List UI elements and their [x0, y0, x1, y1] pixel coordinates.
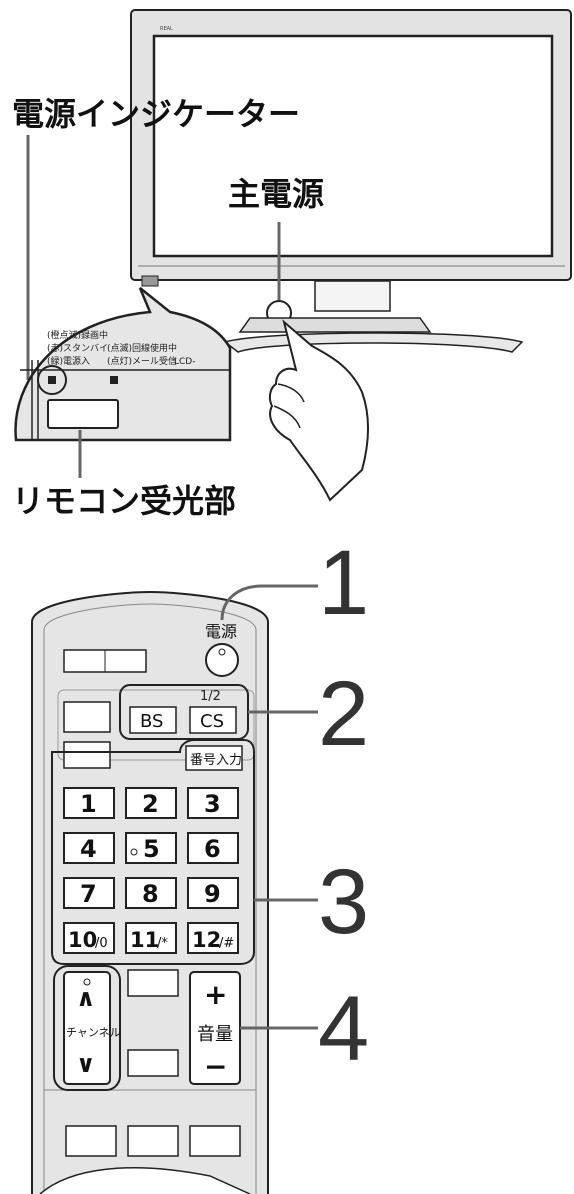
step-1-callout: [220, 584, 318, 621]
tv: REAL: [130, 9, 572, 353]
number-input-label: 番号入力: [190, 753, 242, 768]
bottom-button-1[interactable]: [65, 1125, 117, 1157]
number-label-3: 3: [204, 790, 221, 818]
channel-dot: [83, 978, 91, 986]
volume-up: +: [204, 978, 227, 1011]
hand-finger-line: [277, 383, 305, 403]
power-label: 電源: [205, 622, 237, 641]
number-button-2[interactable]: [125, 787, 177, 819]
number-label-2: 2: [142, 790, 159, 818]
number-button-1[interactable]: [63, 787, 115, 819]
number-pad-highlight: [51, 739, 255, 965]
legend-line2-left: (赤)スタンバイ: [47, 343, 108, 354]
step-3: 3: [318, 851, 369, 953]
number-button-9[interactable]: [187, 877, 239, 909]
middle-button-top[interactable]: [127, 969, 179, 997]
remote-sensor-window: [47, 399, 119, 429]
legend-line3-right: (点灯)メール受信: [107, 355, 177, 367]
tv-brand: REAL: [160, 26, 173, 32]
bottom-button-2[interactable]: [127, 1125, 179, 1157]
magnified-bubble: (橙点滅)録画中 (赤)スタンバイ (点滅)回線使用中 (緑)電源入 (点灯)メ…: [14, 287, 232, 442]
number-button-4[interactable]: [63, 832, 115, 864]
tv-indicator-panel: [141, 275, 159, 287]
number-5-dot: [130, 848, 138, 856]
power-indicator-label: 電源インジケーター: [12, 95, 300, 133]
tv-sensor-window: [314, 280, 391, 312]
number-button-12[interactable]: [187, 922, 239, 954]
remote-sensor-label: リモコン受光部: [12, 482, 236, 520]
volume-label: 音量: [197, 1024, 233, 1045]
number-sub-10: /0: [95, 936, 108, 951]
legend-line2-right: (点滅)回線使用中: [107, 342, 177, 354]
page-label: 1/2: [200, 689, 221, 704]
power-button-dot: [218, 648, 226, 656]
cs-label: CS: [200, 711, 224, 732]
number-input-button[interactable]: [185, 745, 243, 771]
number-label-10: 10: [68, 928, 97, 952]
number-button-6[interactable]: [187, 832, 239, 864]
remote-control: 電源 1/2 BS CS 番号入力 1 2 3 4 5: [31, 590, 269, 1194]
number-button-3[interactable]: [187, 787, 239, 819]
hand-finger-line-2: [273, 405, 301, 429]
main-power-label: 主電源: [228, 175, 324, 213]
channel-highlight: [53, 965, 121, 1091]
bs-button[interactable]: [129, 706, 177, 734]
indicator-highlight: [37, 365, 67, 395]
number-label-8: 8: [142, 880, 159, 908]
second-led: [110, 376, 118, 384]
channel-rocker[interactable]: [63, 971, 111, 1085]
channel-label: チャンネル: [66, 1026, 121, 1039]
hand: [268, 319, 370, 502]
step-2: 2: [318, 663, 369, 765]
step-1: 1: [318, 532, 369, 634]
volume-down: −: [204, 1050, 227, 1083]
tv-screen: [152, 34, 554, 258]
power-indicator-led: [48, 376, 56, 384]
panel-left-button-2[interactable]: [63, 741, 111, 769]
number-label-1: 1: [80, 790, 97, 818]
tv-stand-base: [223, 332, 524, 353]
number-button-10[interactable]: [63, 922, 115, 954]
legend-line1-left: (橙点滅)録画中: [47, 329, 108, 341]
legend-line3-left: (緑)電源入: [47, 355, 90, 367]
middle-button-bottom[interactable]: [127, 1049, 179, 1077]
number-button-5[interactable]: [125, 832, 177, 864]
step-4: 4: [318, 978, 369, 1080]
hand-holding-remote: [39, 1167, 251, 1194]
number-label-6: 6: [204, 835, 221, 863]
number-label-7: 7: [80, 880, 97, 908]
legend-model: LCD-: [174, 357, 195, 367]
power-button[interactable]: [205, 643, 239, 677]
tv-stand: [238, 317, 432, 333]
cs-button[interactable]: [189, 706, 237, 734]
panel-left-button[interactable]: [63, 701, 111, 733]
remote-inner-edge: [43, 603, 257, 1194]
number-button-8[interactable]: [125, 877, 177, 909]
number-label-4: 4: [80, 835, 97, 863]
bs-cs-panel: [57, 689, 255, 761]
number-label-11: 11: [130, 928, 159, 952]
number-button-11[interactable]: [125, 922, 177, 954]
number-button-7[interactable]: [63, 877, 115, 909]
channel-up: ∧: [76, 984, 96, 1012]
number-label-12: 12: [192, 928, 221, 952]
number-sub-12: /#: [219, 936, 234, 951]
channel-down: ∨: [76, 1050, 96, 1078]
number-label-5: 5: [143, 835, 160, 863]
number-pad: 1 2 3 4 5 6 7 8 9 10 /0 11 /* 12: [63, 787, 239, 954]
bottom-button-3[interactable]: [189, 1125, 241, 1157]
number-sub-11: /*: [157, 936, 168, 951]
bs-label: BS: [140, 711, 163, 732]
number-label-9: 9: [204, 880, 221, 908]
